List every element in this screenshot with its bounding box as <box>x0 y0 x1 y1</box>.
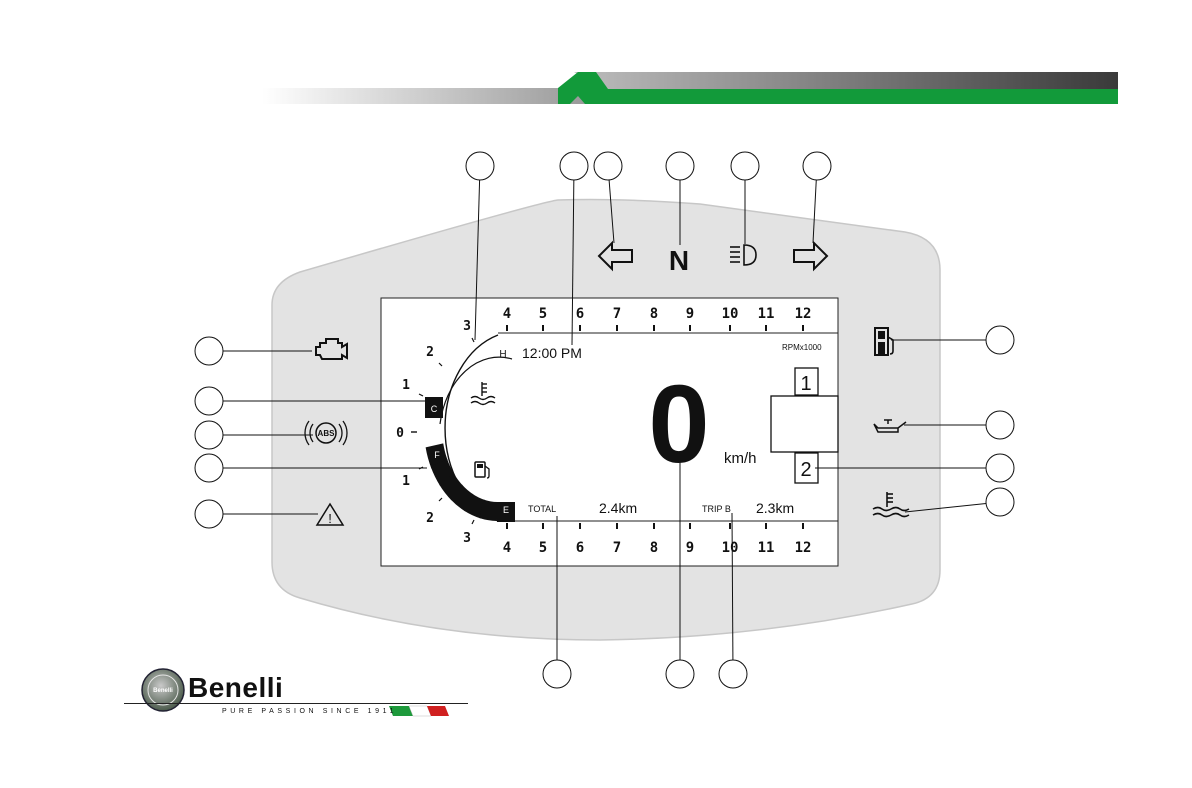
callout-turn-left <box>594 152 622 180</box>
rpm-bottom-label: 5 <box>539 540 547 556</box>
temp-cold-label: C <box>431 404 438 414</box>
clock: 12:00 PM <box>522 345 582 361</box>
rpm-top-label: 8 <box>650 306 658 322</box>
rpm-top-label: 7 <box>613 306 621 322</box>
brand-tagline: PURE PASSION SINCE 1911 <box>222 708 397 715</box>
abs-text: ABS <box>318 429 336 438</box>
arc-label: 1 <box>402 474 410 489</box>
rpm-bottom-label: 12 <box>795 540 812 556</box>
gear-window <box>771 396 838 452</box>
callout-trip <box>719 660 747 688</box>
trip-label: TRIP B <box>702 504 731 514</box>
speed-unit: km/h <box>724 450 757 467</box>
rpm-top-label: 9 <box>686 306 694 322</box>
rpm-bottom-label: 4 <box>503 540 511 556</box>
rpm-unit: RPMx1000 <box>782 343 822 352</box>
rpm-bottom-label: 11 <box>758 540 775 556</box>
brand-emblem: Benelli <box>142 669 184 711</box>
neutral-icon: N <box>669 245 689 276</box>
rpm-bottom-label: 8 <box>650 540 658 556</box>
callout-warning <box>195 500 223 528</box>
callout-turn-right <box>803 152 831 180</box>
total-value: 2.4km <box>599 500 637 516</box>
rpm-top-label: 12 <box>795 306 812 322</box>
header-grey-bar <box>262 88 585 104</box>
brand-name: Benelli <box>188 672 283 704</box>
callout-neutral <box>666 152 694 180</box>
warning-mark: ! <box>328 511 332 526</box>
callout-temp-gauge <box>466 152 494 180</box>
callout-engine-check <box>195 337 223 365</box>
fuel-empty-label: E <box>503 505 509 515</box>
total-label: TOTAL <box>528 504 556 514</box>
trip-value: 2.3km <box>756 500 794 516</box>
arc-label: 2 <box>426 511 434 526</box>
rpm-bottom-label: 10 <box>722 540 739 556</box>
callout-fuel-reserve <box>986 326 1014 354</box>
arc-label: 3 <box>463 319 471 334</box>
gear-top: 1 <box>800 373 811 395</box>
emblem-text: Benelli <box>153 688 173 694</box>
callout-speed <box>666 660 694 688</box>
rpm-top-label: 11 <box>758 306 775 322</box>
arc-zero-label: 0 <box>396 426 404 441</box>
rpm-top-label: 5 <box>539 306 547 322</box>
rpm-top-label: 4 <box>503 306 511 322</box>
fuel-full-label: F <box>434 450 440 460</box>
italian-flag <box>389 706 449 716</box>
callout-coolant <box>195 387 223 415</box>
callout-gear <box>986 454 1014 482</box>
gear-bottom: 2 <box>800 459 811 481</box>
rpm-top-label: 10 <box>722 306 739 322</box>
callout-coolant-temp <box>986 488 1014 516</box>
rpm-top-label: 6 <box>576 306 584 322</box>
speed-readout: 0 <box>648 363 709 486</box>
header-dark-bar <box>574 72 1118 90</box>
brand-underline <box>124 703 468 704</box>
callout-oil <box>986 411 1014 439</box>
header-band <box>262 72 1118 104</box>
rpm-bottom-label: 9 <box>686 540 694 556</box>
rpm-bottom-label: 7 <box>613 540 621 556</box>
arc-label: 3 <box>463 531 471 546</box>
rpm-bottom-label: 6 <box>576 540 584 556</box>
temp-high-label: H <box>499 349 506 360</box>
callout-abs <box>195 421 223 449</box>
callout-high-beam <box>731 152 759 180</box>
arc-label: 1 <box>402 378 410 393</box>
callout-fuel-level <box>195 454 223 482</box>
arc-label: 2 <box>426 345 434 360</box>
lcd-screen <box>381 298 838 566</box>
callout-total <box>543 660 571 688</box>
callout-clock <box>560 152 588 180</box>
